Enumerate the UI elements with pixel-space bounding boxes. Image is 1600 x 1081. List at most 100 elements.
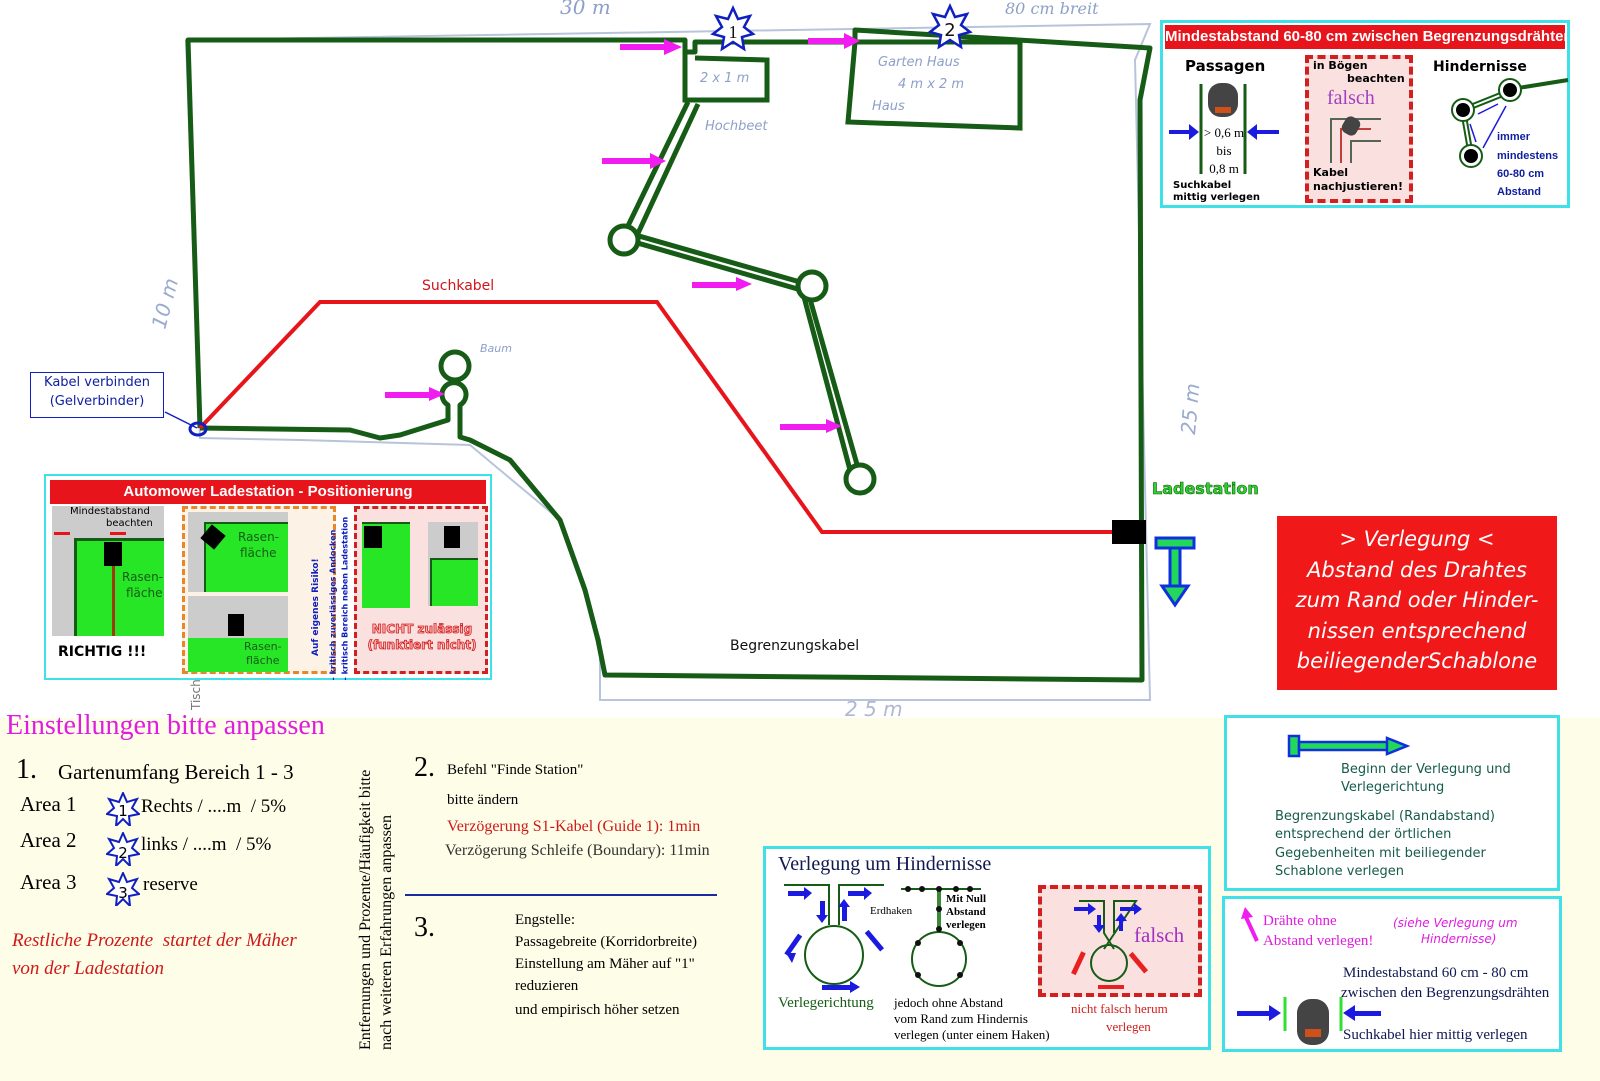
step2-line-1: Befehl "Finde Station" bbox=[447, 762, 584, 778]
callout-line-2: (Gelverbinder) bbox=[49, 394, 145, 409]
connector-callout: Kabel verbinden (Gelverbinder) bbox=[30, 372, 164, 418]
arrow-right-icon bbox=[1237, 1005, 1281, 1021]
mower-icon bbox=[1341, 116, 1361, 136]
wires-center: Suchkabel hier mittig verlegen bbox=[1343, 1027, 1528, 1043]
hook-caption-1: jedoch ohne Abstand bbox=[894, 995, 1004, 1010]
risky-lawn-1-label-b: fläche bbox=[240, 546, 277, 560]
hochbeet-size: 2 x 1 m bbox=[700, 71, 749, 86]
area-label: Area 1 bbox=[20, 792, 77, 816]
risky-lawn-1-label-a: Rasen- bbox=[238, 530, 279, 544]
station-panel: Automower Ladestation - Positionierung M… bbox=[44, 474, 492, 681]
magenta-diagonal-arrow-icon bbox=[1241, 907, 1259, 942]
magenta-arrow-icon bbox=[780, 419, 842, 433]
wires-dist-1: Mindestabstand 60 cm - 80 cm bbox=[1343, 965, 1529, 981]
gartenhaus-loop bbox=[845, 39, 1023, 131]
hochbeet-loop bbox=[682, 40, 770, 103]
legend-text-3: Gegebenheiten mit beiliegender bbox=[1275, 846, 1486, 861]
step2-line-3: Verzögerung S1-Kabel (Guide 1): 1min bbox=[447, 818, 701, 835]
passagen-graphic bbox=[1169, 83, 1279, 174]
wires-panel: Drähte ohne Abstand verlegen! (siehe Ver… bbox=[1222, 896, 1562, 1052]
legend-text-1: Begrenzungskabel (Randabstand) bbox=[1275, 809, 1495, 824]
station-block-icon bbox=[444, 526, 460, 548]
svg-text:3: 3 bbox=[118, 884, 128, 902]
obstacles-note-1: immer bbox=[1497, 131, 1531, 143]
step1-note-1: Restliche Prozente startet der Mäher bbox=[12, 930, 297, 951]
forbidden-verdict-2: (funktiert nicht) bbox=[367, 638, 477, 653]
direction-label: Verlegerichtung bbox=[778, 995, 874, 1011]
tree-loop-3 bbox=[843, 462, 877, 496]
obstacles-graphic bbox=[1451, 78, 1569, 168]
obstacles-note-4: Abstand bbox=[1497, 186, 1541, 198]
forbidden-verdict-1: NICHT zulässig bbox=[371, 622, 473, 637]
connector-marker[interactable] bbox=[188, 421, 208, 437]
correct-dist-2: beachten bbox=[106, 518, 153, 529]
correct-dist-1: Mindestabstand bbox=[70, 506, 150, 517]
ladestation-label: Ladestation bbox=[1152, 479, 1259, 498]
star-icon: 3 bbox=[106, 872, 140, 906]
forbidden-lawn-2 bbox=[430, 558, 478, 606]
laying-note-line-2: Abstand des Drahtes bbox=[1307, 557, 1527, 582]
dim-bottom: 2 5 m bbox=[845, 697, 903, 718]
station-block-icon bbox=[364, 526, 382, 548]
charging-station[interactable] bbox=[1112, 520, 1146, 544]
laying-note: > Verlegung < Abstand des Drahtes zum Ra… bbox=[1277, 516, 1557, 690]
laying-note-line-4: nissen entsprechend bbox=[1307, 618, 1527, 643]
curves-wrong: falsch bbox=[1327, 87, 1375, 109]
curves-graphic bbox=[1330, 116, 1381, 163]
step2-num: 2. bbox=[414, 752, 435, 783]
start-direction-legend-icon bbox=[1287, 734, 1411, 758]
wrong-caption-2: verlegen bbox=[1106, 1019, 1151, 1034]
hook-caption-3: verlegen (unter einem Haken) bbox=[894, 1027, 1050, 1042]
laying-note-line-3: zum Rand oder Hinder- bbox=[1295, 588, 1539, 612]
area-value: reserve bbox=[143, 874, 198, 895]
magenta-arrow-icon bbox=[692, 277, 752, 291]
tree-chain-wire-b bbox=[630, 102, 861, 469]
wires-dist-2: zwischen den Begrenzungsdrähten bbox=[1341, 985, 1550, 1001]
correct-lawn-1: Rasen- bbox=[122, 570, 163, 584]
arrow-left-icon bbox=[1247, 124, 1279, 140]
passagen-note-2: mittig verlegen bbox=[1173, 192, 1260, 203]
star-marker-2: 2 bbox=[927, 2, 973, 50]
obstacle-panel-title: Verlegung um Hindernisse bbox=[778, 853, 992, 875]
hooks-label: Erdhaken bbox=[870, 905, 913, 917]
vertical-note-1: Entfernungen und Prozente/Häufigkeit bit… bbox=[357, 769, 374, 1050]
zero-label-1: Mit Null bbox=[946, 893, 987, 905]
callout-line-1: Kabel verbinden bbox=[44, 375, 150, 390]
passagen-dist-1: > 0,6 m bbox=[1203, 125, 1245, 140]
vertical-note-2: nach weiteren Erfahrungen anpassen bbox=[378, 815, 395, 1050]
star-icon: 1 bbox=[106, 792, 140, 826]
gartenhaus-line3: Haus bbox=[872, 99, 905, 114]
svg-text:2: 2 bbox=[944, 20, 955, 41]
guide-cable bbox=[198, 300, 1115, 534]
legend-start-1: Beginn der Verlegung und bbox=[1341, 762, 1511, 777]
obstacle-wrong-label: falsch bbox=[1134, 923, 1185, 947]
risky-lawn-2 bbox=[188, 638, 288, 672]
arrow-left-icon bbox=[1343, 1005, 1381, 1021]
start-direction-icon bbox=[1154, 536, 1196, 608]
boundary-cable-label: Begrenzungskabel bbox=[730, 638, 859, 654]
wires-see-2: Hindernisse) bbox=[1421, 932, 1497, 946]
zero-label-3: verlegen bbox=[946, 919, 986, 931]
obstacles-heading: Hindernisse bbox=[1433, 59, 1527, 75]
area-value: links / ....m / 5% bbox=[141, 834, 272, 855]
hochbeet-name: Hochbeet bbox=[705, 119, 768, 134]
obstacle-correct-graphic bbox=[784, 884, 885, 993]
tree-loop-4 bbox=[438, 349, 472, 383]
area-row-1: Area 1 1 Rechts / ....m / 5% bbox=[20, 792, 340, 826]
arrow-right-icon bbox=[1169, 124, 1199, 140]
tree-loop-1 bbox=[607, 223, 641, 257]
correct-wire bbox=[112, 566, 115, 636]
step3-line-2: Passagebreite (Korridorbreite) bbox=[515, 934, 698, 950]
legend-start-2: Verlegerichtung bbox=[1341, 780, 1445, 795]
step3-line-5: und empirisch höher setzen bbox=[515, 1002, 680, 1018]
star-icon: 2 bbox=[106, 832, 140, 866]
gartenhaus-line1: Garten Haus bbox=[878, 55, 960, 70]
risky-lawn-2-label-b: fläche bbox=[246, 654, 280, 667]
settings-title: Einstellungen bitte anpassen bbox=[6, 710, 325, 741]
dim-left: 10 m bbox=[147, 276, 183, 332]
correct-arrow-right-icon bbox=[54, 532, 70, 535]
passagen-heading: Passagen bbox=[1185, 57, 1266, 75]
passagen-note-1: Suchkabel bbox=[1173, 180, 1232, 191]
svg-text:2: 2 bbox=[118, 844, 128, 862]
obstacles-note-2: mindestens bbox=[1497, 150, 1559, 162]
